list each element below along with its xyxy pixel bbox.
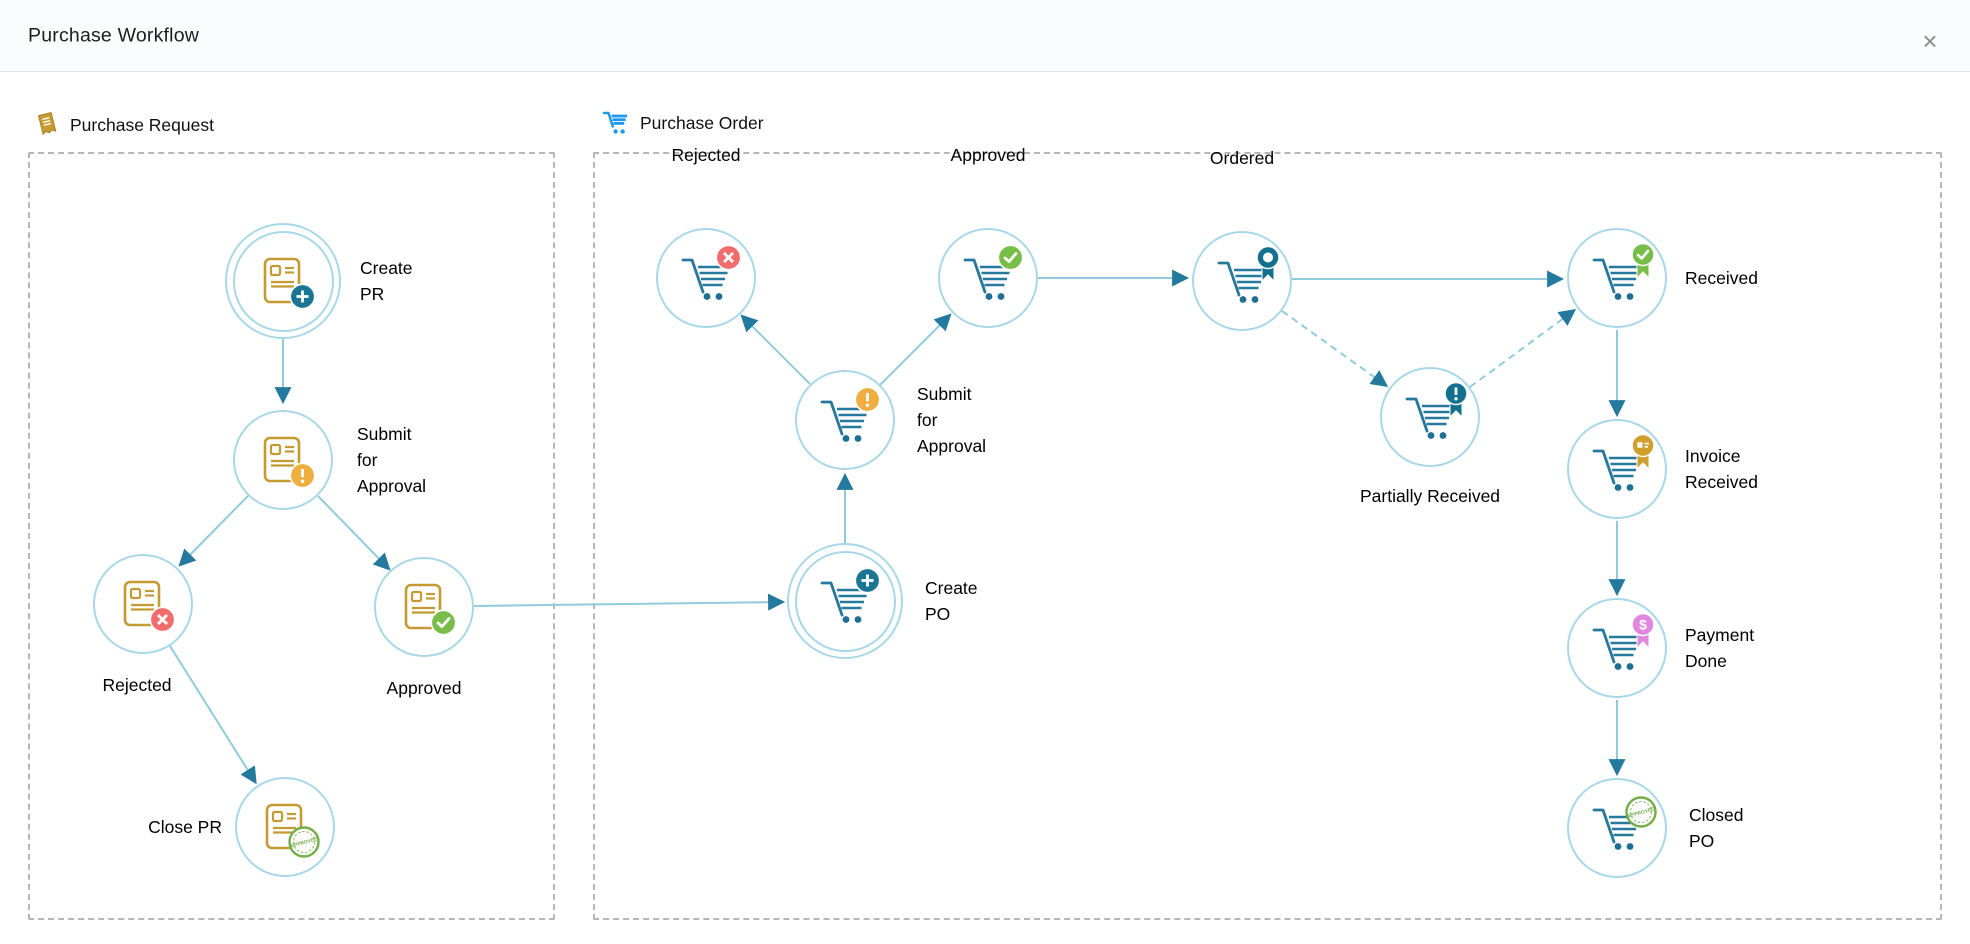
approved-stamp-icon: APPROVED: [288, 826, 320, 858]
plus-badge-icon: [289, 283, 316, 310]
approved-stamp-icon: APPROVED: [1625, 796, 1657, 828]
cart-icon: [1217, 261, 1266, 303]
node-label: Approved: [950, 145, 1026, 165]
close-icon[interactable]: ×: [1922, 26, 1938, 56]
purchase-request-panel: [28, 152, 555, 920]
document-icon: [265, 803, 303, 850]
section-label: Purchase Order: [640, 112, 764, 133]
check-badge-icon: [997, 244, 1024, 271]
cross-badge-icon: [149, 606, 176, 633]
document-icon: [263, 436, 301, 483]
purchase-order-panel: [593, 152, 1942, 920]
node-label: Received: [1685, 268, 1758, 288]
node-po-submit-for-approval: Submit for Approval: [795, 370, 986, 470]
cart-icon: [1405, 397, 1454, 439]
cart-icon: [602, 111, 627, 134]
section-label: Purchase Request: [70, 114, 214, 135]
node-received: Received: [1567, 228, 1758, 328]
cart-icon: [1592, 628, 1641, 670]
alert-badge-icon: [854, 386, 881, 413]
node-label: Payment Done: [1685, 625, 1755, 671]
node-label: Approved: [386, 678, 462, 698]
node-pr-approved: Approved: [374, 557, 474, 698]
node-label: Create PO: [925, 578, 978, 624]
node-label: Ordered: [1209, 148, 1275, 168]
node-close-pr: APPROVED Close PR: [148, 777, 335, 877]
document-icon: [263, 257, 301, 304]
cart-icon: [1592, 258, 1641, 300]
node-closed-po: APPROVED Closed PO: [1567, 778, 1743, 878]
cart-icon: [1592, 449, 1641, 491]
node-pr-rejected: Rejected: [93, 554, 193, 695]
node-label: Submit for Approval: [357, 424, 427, 496]
node-label: Rejected: [671, 145, 741, 165]
node-partially-received: Partially Received: [1360, 367, 1500, 506]
node-label: Submit for Approval: [917, 384, 987, 456]
receipt-icon: [37, 112, 57, 136]
node-payment-done: $ Payment Done: [1567, 598, 1754, 698]
node-po-rejected: Rejected: [656, 145, 756, 328]
ribbon-dollar-badge-icon: $: [1631, 612, 1655, 650]
node-pr-submit-for-approval: Submit for Approval: [233, 410, 426, 510]
ribbon-badge-icon: [1256, 245, 1280, 283]
node-label: Partially Received: [1359, 486, 1501, 506]
plus-badge-icon: [854, 567, 881, 594]
node-label: Rejected: [102, 675, 172, 695]
section-header-purchase-request: Purchase Request: [36, 111, 214, 139]
cart-icon: [820, 581, 869, 623]
document-icon: [404, 583, 442, 630]
cart-icon: [963, 258, 1012, 300]
section-header-purchase-order: Purchase Order: [602, 110, 764, 136]
ribbon-invoice-badge-icon: [1631, 433, 1655, 471]
node-invoice-received: Invoice Received: [1567, 419, 1758, 519]
node-ordered: Ordered: [1192, 148, 1292, 331]
node-po-approved: Approved: [938, 145, 1038, 328]
cross-badge-icon: [715, 244, 742, 271]
ribbon-check-badge-icon: [1631, 242, 1655, 280]
node-label: Closed PO: [1689, 805, 1744, 851]
node-label: Create PR: [360, 258, 413, 304]
page-title: Purchase Workflow: [28, 24, 200, 46]
node-label: Invoice Received: [1685, 446, 1758, 492]
node-create-pr: Create PR: [225, 223, 413, 339]
ribbon-alert-badge-icon: [1444, 381, 1468, 419]
node-create-po: Create PO: [787, 543, 978, 659]
modal-header: Purchase Workflow ×: [0, 0, 1970, 72]
check-badge-icon: [430, 609, 457, 636]
node-label: Close PR: [148, 817, 222, 837]
alert-badge-icon: [289, 462, 316, 489]
document-icon: [123, 580, 161, 627]
cart-icon: [820, 400, 869, 442]
svg-text:$: $: [1639, 617, 1647, 633]
